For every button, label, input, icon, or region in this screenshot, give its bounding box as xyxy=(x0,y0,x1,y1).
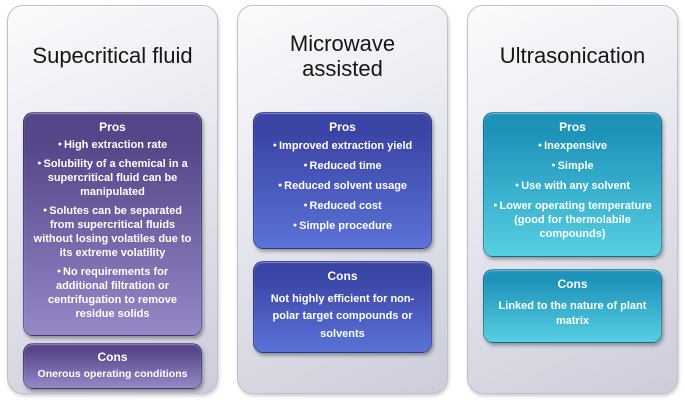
panel-title-block: Supecritical fluid xyxy=(23,6,202,106)
pros-item: Reduced time xyxy=(263,160,422,174)
pros-item: Reduced cost xyxy=(263,200,422,214)
pros-item: Inexpensive xyxy=(493,140,652,154)
cons-label: Cons xyxy=(557,276,588,291)
panel-ultrasonication: Ultrasonication Pros Inexpensive Simple … xyxy=(467,5,678,394)
pros-item: No requirements for additional filtratio… xyxy=(33,266,192,322)
panel-supercritical-fluid: Supecritical fluid Pros High extraction … xyxy=(7,5,218,394)
pros-box: Pros Improved extraction yield Reduced t… xyxy=(253,112,432,249)
pros-item: Simple xyxy=(493,160,652,174)
pros-item: Lower operating temperature (good for th… xyxy=(493,200,652,242)
pros-box: Pros Inexpensive Simple Use with any sol… xyxy=(483,112,662,257)
panel-title: Supecritical fluid xyxy=(32,43,193,69)
panel-title-block: Ultrasonication xyxy=(483,6,662,106)
cons-label: Cons xyxy=(327,268,358,283)
pros-item: Solubility of a chemical in a supercriti… xyxy=(33,158,192,200)
pros-item: Reduced solvent usage xyxy=(263,180,422,194)
panel-title: Ultrasonication xyxy=(499,43,646,69)
pros-label: Pros xyxy=(559,120,586,134)
pros-list: Improved extraction yield Reduced time R… xyxy=(263,140,422,234)
pros-item: Simple procedure xyxy=(263,220,422,234)
panel-microwave-assisted: Microwave assisted Pros Improved extract… xyxy=(237,5,448,394)
pros-item: High extraction rate xyxy=(33,139,192,153)
pros-label: Pros xyxy=(329,120,356,134)
pros-box: Pros High extraction rate Solubility of … xyxy=(23,112,202,336)
panel-title-block: Microwave assisted xyxy=(253,6,432,106)
cons-label: Cons xyxy=(97,349,128,364)
cons-box: Cons Linked to the nature of plant matri… xyxy=(483,268,662,343)
cons-text: Onerous operating conditions xyxy=(37,367,188,380)
cons-box: Cons Onerous operating conditions xyxy=(23,342,202,389)
pros-item: Use with any solvent xyxy=(493,180,652,194)
pros-label: Pros xyxy=(99,120,126,134)
pros-item: Solutes can be separated from supercriti… xyxy=(33,205,192,261)
cons-text: Not highly efficient for non-polar targe… xyxy=(270,292,415,341)
cons-box: Cons Not highly efficient for non-polar … xyxy=(253,260,432,353)
pros-item: Improved extraction yield xyxy=(263,140,422,154)
pros-list: High extraction rate Solubility of a che… xyxy=(33,139,192,322)
pros-list: Inexpensive Simple Use with any solvent … xyxy=(493,140,652,242)
panel-title: Microwave assisted xyxy=(289,30,396,81)
cons-text: Linked to the nature of plant matrix xyxy=(498,299,647,327)
